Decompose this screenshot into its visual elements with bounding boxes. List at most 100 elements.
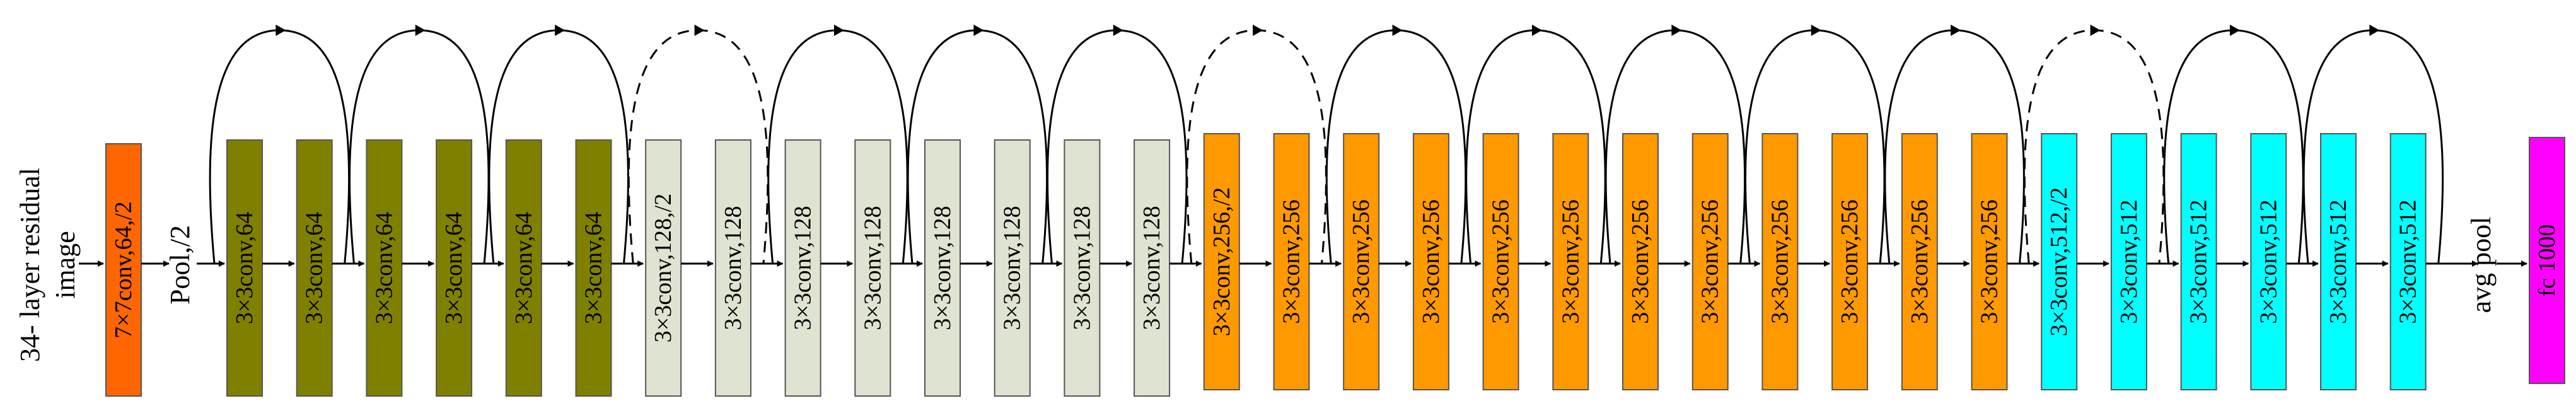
conv-block-3-5: 3×3conv,512 <box>2389 133 2427 390</box>
conv-block-3-4: 3×3conv,512 <box>2320 133 2357 390</box>
conv-block-1-6: 3×3conv,128 <box>1064 139 1101 397</box>
conv-block-2-8-label: 3×3conv,256 <box>1767 199 1793 324</box>
conv-block-1-3-rect <box>854 139 891 397</box>
conv-block-0-3-rect <box>436 139 473 397</box>
conv-block-2-7: 3×3conv,256 <box>1691 133 1729 390</box>
conv-block-0-3-label: 3×3conv,64 <box>441 212 467 324</box>
conv-block-2-5-rect <box>1552 133 1589 390</box>
conv-block-2-2-rect <box>1343 133 1380 390</box>
conv-block-2-6-rect <box>1622 133 1659 390</box>
conv-block-3-3: 3×3conv,512 <box>2250 133 2287 390</box>
conv-block-3-0-rect <box>2041 133 2078 390</box>
skip-arrowhead-2 <box>555 25 566 36</box>
conv-block-2-9-label: 3×3conv,256 <box>1836 199 1863 324</box>
conv-block-1-6-label: 3×3conv,128 <box>1069 206 1095 330</box>
conv-block-3-1-rect <box>2110 133 2147 390</box>
conv-block-0-1-rect <box>296 139 333 397</box>
conv-block-1-5-label: 3×3conv,128 <box>999 206 1026 330</box>
fc-block-label: fc 1000 <box>2534 224 2560 296</box>
conv-block-3-3-label: 3×3conv,512 <box>2255 199 2282 324</box>
conv-block-0-3: 3×3conv,64 <box>436 139 473 397</box>
conv-block-2-9-rect <box>1831 133 1869 390</box>
conv-block-0-2: 3×3conv,64 <box>366 139 403 397</box>
skip-arrowhead-6 <box>1113 25 1123 36</box>
conv-block-3-2: 3×3conv,512 <box>2180 133 2217 390</box>
conv-block-2-9: 3×3conv,256 <box>1831 133 1869 390</box>
conv-block-1-4-rect <box>924 139 961 397</box>
skip-arrowhead-13 <box>2090 25 2101 36</box>
conv-block-3-5-label: 3×3conv,512 <box>2395 199 2422 324</box>
skip-arrowhead-4 <box>833 25 844 36</box>
conv-block-2-11-rect <box>1971 133 2008 390</box>
skip-arrowhead-11 <box>1811 25 1821 36</box>
avg-pool-label: avg pool <box>2466 217 2497 313</box>
conv-block-2-10-rect <box>1901 133 1938 390</box>
skip-arrowhead-10 <box>1671 25 1682 36</box>
conv-block-1-2-rect <box>784 139 821 397</box>
conv-block-2-11-label: 3×3conv,256 <box>1976 199 2003 324</box>
first-conv-block-rect <box>105 143 142 397</box>
conv-block-1-1: 3×3conv,128 <box>714 139 751 397</box>
conv-block-2-3-rect <box>1412 133 1449 390</box>
conv-block-1-5: 3×3conv,128 <box>994 139 1031 397</box>
conv-block-1-1-rect <box>714 139 751 397</box>
fc-block-rect <box>2529 137 2565 384</box>
conv-block-1-5-rect <box>994 139 1031 397</box>
conv-block-2-0-label: 3×3conv,256,/2 <box>1209 187 1235 336</box>
conv-block-1-1-label: 3×3conv,128 <box>720 206 746 330</box>
conv-block-0-1-label: 3×3conv,64 <box>301 212 328 324</box>
conv-block-0-2-rect <box>366 139 403 397</box>
skip-arrowhead-9 <box>1531 25 1542 36</box>
conv-block-2-7-rect <box>1691 133 1729 390</box>
conv-block-3-4-rect <box>2320 133 2357 390</box>
conv-block-2-10-label: 3×3conv,256 <box>1906 199 1933 324</box>
conv-block-2-10: 3×3conv,256 <box>1901 133 1938 390</box>
conv-block-1-2: 3×3conv,128 <box>784 139 821 397</box>
pool-label: Pool,/2 <box>165 225 195 305</box>
conv-block-2-5: 3×3conv,256 <box>1552 133 1589 390</box>
skip-arrowhead-3 <box>694 25 705 36</box>
fc-block: fc 1000 <box>2529 137 2565 384</box>
conv-block-1-2-label: 3×3conv,128 <box>790 206 816 330</box>
conv-block-2-2-label: 3×3conv,256 <box>1348 199 1374 324</box>
conv-block-2-4: 3×3conv,256 <box>1482 133 1519 390</box>
conv-block-2-6: 3×3conv,256 <box>1622 133 1659 390</box>
conv-block-1-4: 3×3conv,128 <box>924 139 961 397</box>
conv-block-2-3-label: 3×3conv,256 <box>1418 199 1444 324</box>
conv-block-3-3-rect <box>2250 133 2287 390</box>
input-label-line2: image <box>50 231 81 299</box>
conv-block-2-3: 3×3conv,256 <box>1412 133 1449 390</box>
skip-arrowhead-14 <box>2229 25 2240 36</box>
conv-block-1-7: 3×3conv,128 <box>1134 139 1171 397</box>
conv-block-0-4: 3×3conv,64 <box>505 139 542 397</box>
conv-block-2-4-label: 3×3conv,256 <box>1488 199 1514 324</box>
conv-block-1-0-label: 3×3conv,128,/2 <box>650 194 676 342</box>
conv-block-2-5-label: 3×3conv,256 <box>1557 199 1584 324</box>
conv-block-0-5-rect <box>575 139 612 397</box>
conv-block-2-1: 3×3conv,256 <box>1273 133 1310 390</box>
skip-arrowhead-15 <box>2369 25 2380 36</box>
conv-block-2-0-rect <box>1203 133 1240 390</box>
conv-block-1-4-label: 3×3conv,128 <box>929 206 956 330</box>
conv-block-3-1: 3×3conv,512 <box>2110 133 2147 390</box>
conv-block-1-7-rect <box>1134 139 1171 397</box>
conv-block-0-0-label: 3×3conv,64 <box>231 212 258 324</box>
conv-block-1-3-label: 3×3conv,128 <box>859 206 886 330</box>
first-conv-block: 7×7conv,64,/2 <box>105 143 142 397</box>
conv-block-0-0: 3×3conv,64 <box>226 139 263 397</box>
input-label-line1: 34- layer residual <box>15 168 45 362</box>
skip-arrowhead-0 <box>276 25 286 36</box>
conv-block-2-8-rect <box>1761 133 1799 390</box>
skip-arrowhead-7 <box>1253 25 1263 36</box>
conv-block-0-5: 3×3conv,64 <box>575 139 612 397</box>
conv-block-1-7-label: 3×3conv,128 <box>1139 206 1165 330</box>
conv-block-3-2-rect <box>2180 133 2217 390</box>
conv-block-0-2-label: 3×3conv,64 <box>371 212 397 324</box>
conv-block-0-4-rect <box>505 139 542 397</box>
conv-block-1-0: 3×3conv,128,/2 <box>645 139 682 397</box>
conv-block-1-6-rect <box>1064 139 1101 397</box>
conv-block-1-3: 3×3conv,128 <box>854 139 891 397</box>
conv-block-2-1-rect <box>1273 133 1310 390</box>
conv-block-2-2: 3×3conv,256 <box>1343 133 1380 390</box>
